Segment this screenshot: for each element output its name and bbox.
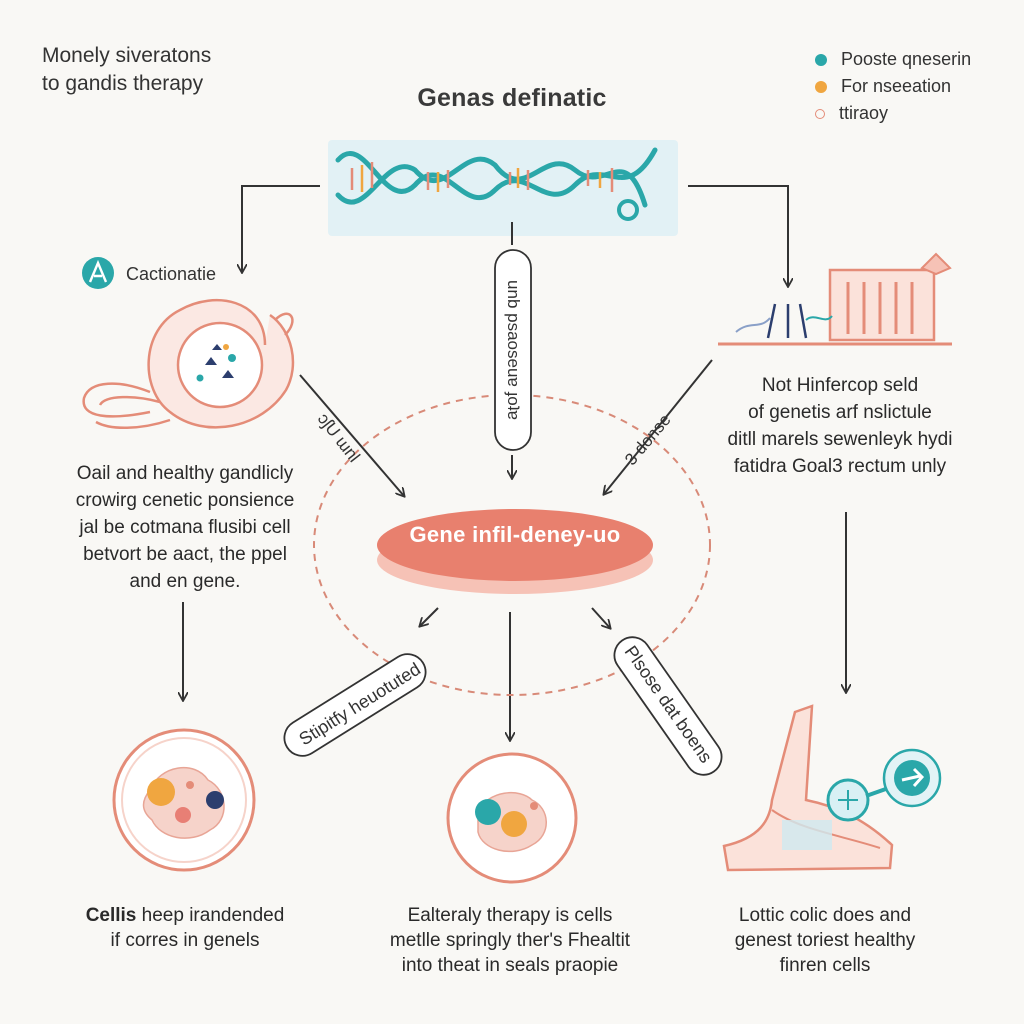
caption-middle-line: metlle springly ther's Fhealtit <box>389 930 631 951</box>
dna-helix-icon <box>335 147 658 221</box>
legend-item: For nseeation <box>815 73 971 100</box>
caption-right-line: Lottic colic does and <box>738 905 912 926</box>
subtitle-line-2: to gandis therapy <box>42 72 204 95</box>
center-gene-node <box>377 509 653 594</box>
activation-label: Cactionatie <box>126 264 217 284</box>
legend-outline-dot-icon <box>815 108 825 119</box>
limb-injection-icon <box>722 704 942 872</box>
right-paragraph: Not Hinfercop seld of genetis arf nslict… <box>690 372 990 480</box>
caption-left-line: heep irandended <box>136 905 285 926</box>
cell-middle-icon <box>446 752 578 884</box>
legend-label: Poostе qneserin <box>841 49 972 69</box>
left-paragraph: Oail and healthy gandlicly crowirg cenet… <box>40 460 330 595</box>
left-paragraph-line: betvort be aact, the ppel <box>83 544 287 565</box>
left-paragraph-line: crowirg cenetic ponsience <box>75 490 295 511</box>
left-paragraph-line: and en gene. <box>129 571 241 592</box>
caption-middle-line: into theat in seals praopie <box>401 955 619 976</box>
right-paragraph-line: of genetis arf nslictule <box>748 402 932 423</box>
legend-orange-dot-icon <box>815 80 827 93</box>
dna-banner <box>328 140 678 236</box>
left-paragraph-line: Oail and healthy gandlicly <box>76 463 294 484</box>
pill-right-shape <box>613 636 723 776</box>
lab-device-icon <box>718 252 952 346</box>
right-paragraph-line: Not Hinfercop seld <box>761 375 919 396</box>
legend-item: ttiraoy <box>815 100 971 127</box>
caption-middle: Ealteraly therapy is cells metlle spring… <box>360 903 660 978</box>
right-paragraph-line: fatidra Goal3 rectum unly <box>733 456 947 477</box>
vertical-label-pill <box>494 249 532 451</box>
organ-illustration-icon <box>82 298 295 430</box>
center-gene-label: Gene infil-deney-uo <box>409 522 621 547</box>
legend-label: ttiraoy <box>839 103 889 123</box>
pill-left-shape <box>283 653 427 757</box>
connector-lines <box>183 185 846 740</box>
legend: Poostе qneserin For nseeation ttiraoy <box>815 46 971 127</box>
right-paragraph-line: ditll marels sewenleyk hydi <box>727 429 953 450</box>
caption-middle-line: Ealteraly therapy is cells <box>407 905 613 926</box>
caption-left-line: if corres in genels <box>110 930 260 951</box>
legend-teal-dot-icon <box>815 53 827 66</box>
diagram-subtitle: Monely siveratons to gandis therapy <box>42 42 302 98</box>
diagram-title: Genas definatic <box>417 84 607 112</box>
left-paragraph-line: jal be cotmana flusibi cell <box>79 517 291 538</box>
caption-left-bold: Cellis <box>85 905 137 926</box>
caption-right-line: finren cells <box>779 955 871 976</box>
cell-left-icon <box>112 728 256 872</box>
caption-left: Cellis heep irandended if corres in gene… <box>50 903 320 953</box>
caption-right-line: genest toriest healthy <box>734 930 916 951</box>
subtitle-line-1: Monely siveratons <box>42 44 212 67</box>
vertical-pill-label: unb psaoseuɐ ɟoʇɐ <box>504 280 523 420</box>
activation-icon <box>82 257 114 289</box>
caption-right: Lottic colic does and genest toriest hea… <box>690 903 960 978</box>
legend-item: Poostе qneserin <box>815 46 971 73</box>
legend-label: For nseeation <box>841 76 952 96</box>
